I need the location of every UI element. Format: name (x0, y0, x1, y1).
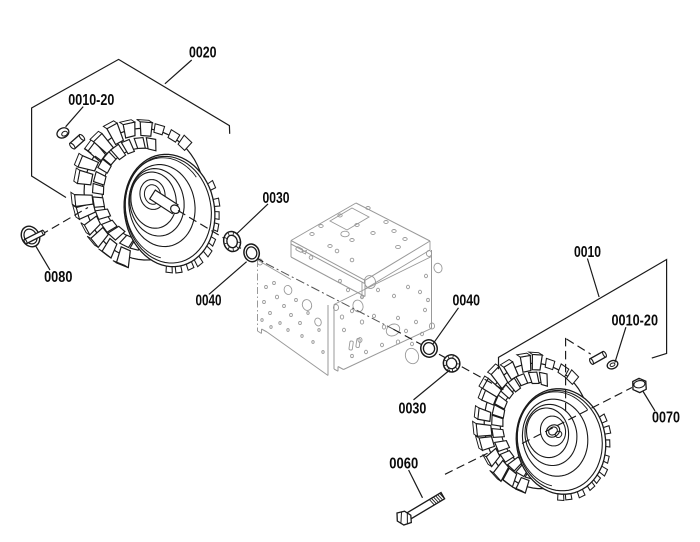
svg-text:0080: 0080 (44, 269, 72, 286)
svg-text:0040: 0040 (453, 293, 481, 310)
svg-text:0010-20: 0010-20 (68, 92, 114, 109)
svg-text:0060: 0060 (389, 456, 418, 473)
svg-text:0020: 0020 (189, 45, 217, 62)
svg-text:0010-20: 0010-20 (612, 313, 659, 330)
svg-text:0010: 0010 (574, 244, 601, 261)
svg-text:0030: 0030 (263, 190, 290, 207)
svg-text:0070: 0070 (652, 410, 680, 427)
svg-text:0030: 0030 (399, 401, 427, 418)
svg-text:0040: 0040 (196, 293, 222, 310)
